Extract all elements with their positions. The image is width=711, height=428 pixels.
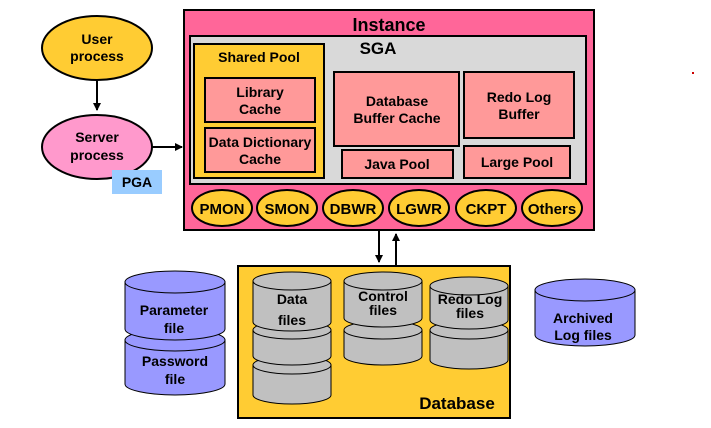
password-file-label-2: file: [165, 371, 185, 387]
smon-label: SMON: [265, 201, 310, 218]
pmon-label: PMON: [200, 201, 245, 218]
lgwr-process: [388, 189, 450, 227]
large-pool-label: Large Pool: [481, 154, 553, 170]
dbwr-label: DBWR: [330, 201, 377, 218]
control-files-label-2: files: [369, 302, 397, 318]
ckpt-label: CKPT: [466, 201, 507, 218]
data-files-disks: Data files: [252, 271, 332, 405]
others-process: [521, 189, 583, 227]
smon-process: [256, 189, 318, 227]
java-pool-box: Java Pool: [341, 149, 454, 179]
sga-title: SGA: [360, 39, 397, 58]
user-process-label-2: process: [70, 48, 124, 64]
background-processes: PMON SMON DBWR LGWR CKPT Others: [191, 189, 583, 227]
library-cache-label-2: Cache: [239, 101, 281, 117]
parameter-file-label-2: file: [164, 320, 184, 336]
others-label: Others: [528, 201, 576, 218]
redo-log-buffer-label-2: Buffer: [498, 106, 540, 122]
server-process-label-1: Server: [75, 129, 119, 145]
database-title: Database: [419, 394, 495, 413]
shared-pool-title: Shared Pool: [218, 49, 300, 65]
data-files-label-1: Data: [277, 291, 308, 307]
archived-log-files: Archived Log files: [534, 278, 636, 347]
parameter-file-label-1: Parameter: [140, 302, 209, 318]
stray-dot: [692, 72, 694, 74]
database-buffer-cache-label-1: Database: [366, 93, 428, 109]
lgwr-label: LGWR: [396, 201, 442, 218]
pga-box: PGA: [112, 170, 162, 194]
control-files-label-1: Control: [358, 288, 408, 304]
data-dictionary-cache-box: Data Dictionary Cache: [204, 127, 316, 173]
library-cache-label-1: Library: [236, 84, 284, 100]
redo-log-buffer-label-1: Redo Log: [487, 89, 552, 105]
data-files-label-2: files: [278, 312, 306, 328]
archived-log-files-label-1: Archived: [553, 310, 613, 326]
password-file-label-1: Password: [142, 353, 208, 369]
database-buffer-cache-label-2: Buffer Cache: [353, 110, 440, 126]
redo-log-files-label-1: Redo Log: [438, 291, 503, 307]
control-files-disks: Control files: [343, 271, 423, 366]
java-pool-label: Java Pool: [364, 156, 429, 172]
database-buffer-cache-box: Database Buffer Cache: [333, 71, 460, 147]
user-process-label-1: User: [81, 31, 113, 47]
ckpt-process: [455, 189, 517, 227]
server-process-label-2: process: [70, 147, 124, 163]
archived-log-files-label-2: Log files: [554, 327, 612, 343]
redo-log-files-disks: Redo Log files: [429, 276, 509, 370]
redo-log-files-label-2: files: [456, 305, 484, 321]
user-process: User process: [41, 15, 153, 81]
data-dictionary-cache-label-1: Data Dictionary: [209, 134, 312, 150]
data-dictionary-cache-label-2: Cache: [239, 151, 281, 167]
instance-title: Instance: [352, 15, 425, 35]
pga-label: PGA: [122, 174, 152, 190]
pmon-process: [191, 189, 253, 227]
server-process: Server process: [41, 114, 153, 180]
parameter-password-files: Parameter file Password file: [124, 270, 226, 396]
redo-log-buffer-box: Redo Log Buffer: [463, 71, 575, 139]
dbwr-process: [322, 189, 384, 227]
library-cache-box: Library Cache: [204, 77, 316, 123]
large-pool-box: Large Pool: [463, 145, 571, 179]
